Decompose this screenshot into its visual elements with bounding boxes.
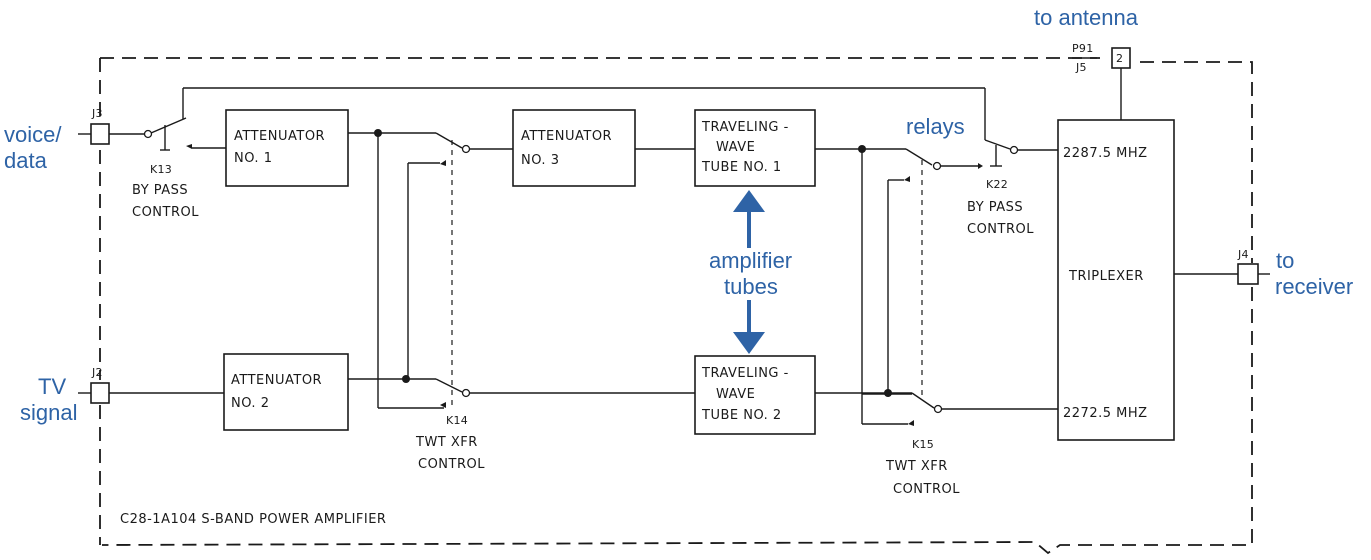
attenuator-3: ATTENUATOR NO. 3 [512, 109, 636, 187]
enclosure-outline [99, 57, 1253, 555]
relays-label: relays [906, 114, 965, 139]
svg-text:CONTROL: CONTROL [418, 457, 485, 472]
attenuator-1-line2: NO. 1 [234, 151, 272, 166]
j4-label: J4 [1237, 248, 1249, 261]
svg-text:K13: K13 [150, 163, 172, 176]
relay-k22-label: K22 BY PASS CONTROL [967, 178, 1034, 237]
twt1-line1: TRAVELING - [701, 120, 789, 135]
tv-path-wiring [78, 375, 1058, 426]
svg-text:K22: K22 [986, 178, 1008, 191]
attenuator-3-line1: ATTENUATOR [521, 129, 612, 144]
svg-text:CONTROL: CONTROL [967, 222, 1034, 237]
attenuator-2-line2: NO. 2 [231, 396, 269, 411]
twt2-line3: TUBE NO. 2 [701, 408, 782, 423]
voice-data-label-line2: data [4, 148, 48, 173]
attenuator-1: ATTENUATOR NO. 1 [225, 109, 349, 187]
connector-j2: J2 [90, 366, 110, 404]
attenuator-2-line1: ATTENUATOR [231, 373, 322, 388]
j3-label: J3 [91, 107, 103, 120]
twt2-line2: WAVE [716, 387, 755, 402]
triplexer: 2287.5 MHZ TRIPLEXER 2272.5 MHZ [1057, 119, 1175, 441]
amplifier-tubes-label-line1: amplifier [709, 248, 792, 273]
svg-text:BY PASS: BY PASS [967, 200, 1023, 215]
svg-text:CONTROL: CONTROL [893, 482, 960, 497]
to-receiver-label-line1: to [1276, 248, 1294, 273]
attenuator-3-line2: NO. 3 [521, 153, 559, 168]
connector-j3: J3 [90, 107, 110, 145]
relay-k14-label: K14 TWT XFR CONTROL [415, 414, 485, 472]
svg-text:CONTROL: CONTROL [132, 205, 199, 220]
svg-text:BY PASS: BY PASS [132, 183, 188, 198]
schematic-caption: C28-1A104 S-BAND POWER AMPLIFIER [120, 512, 386, 527]
amplifier-tubes-label-line2: tubes [724, 274, 778, 299]
triplexer-wiring [1120, 68, 1270, 275]
freq-high-label: 2287.5 MHZ [1063, 146, 1148, 161]
attenuator-2: ATTENUATOR NO. 2 [223, 353, 349, 431]
traveling-wave-tube-1: TRAVELING - WAVE TUBE NO. 1 [694, 109, 816, 187]
svg-text:K14: K14 [446, 414, 468, 427]
to-antenna-label: to antenna [1034, 5, 1139, 30]
voice-data-label-line1: voice/ [4, 122, 62, 147]
svg-text:TWT XFR: TWT XFR [415, 435, 478, 450]
svg-text:K15: K15 [912, 438, 934, 451]
traveling-wave-tube-2: TRAVELING - WAVE TUBE NO. 2 [694, 355, 816, 435]
twt1-line2: WAVE [716, 140, 755, 155]
voice-path-wiring [78, 87, 1058, 410]
amplifier-tubes-arrow [733, 190, 765, 354]
p91-label: P91 [1072, 42, 1094, 55]
triplexer-label: TRIPLEXER [1068, 269, 1144, 284]
p91-pin-label: 2 [1116, 52, 1123, 65]
tv-signal-label-line1: TV [38, 374, 66, 399]
tv-signal-label-line2: signal [20, 400, 77, 425]
j5-label: J5 [1075, 61, 1087, 74]
twt2-line1: TRAVELING - [701, 366, 789, 381]
j2-label: J2 [91, 366, 103, 379]
freq-low-label: 2272.5 MHZ [1063, 406, 1148, 421]
svg-text:TWT XFR: TWT XFR [885, 459, 948, 474]
relay-k13-label: K13 BY PASS CONTROL [132, 163, 199, 220]
relay-k15-label: K15 TWT XFR CONTROL [885, 438, 960, 497]
to-receiver-label-line2: receiver [1275, 274, 1353, 299]
twt1-line3: TUBE NO. 1 [701, 160, 782, 175]
connector-j4: J4 [1237, 248, 1259, 285]
attenuator-1-line1: ATTENUATOR [234, 129, 325, 144]
